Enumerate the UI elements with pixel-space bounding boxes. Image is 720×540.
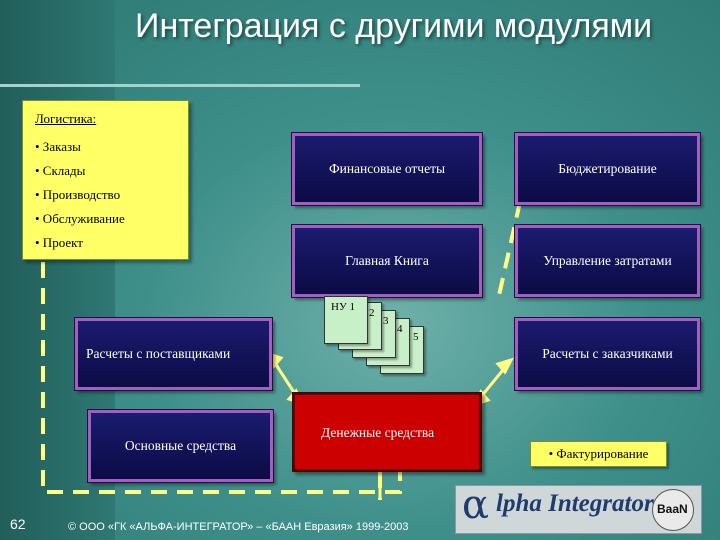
dashed-connector-right	[496, 201, 522, 301]
seal-text: BaaN	[657, 502, 688, 516]
arrowhead-customer-top	[495, 357, 514, 375]
cost-management-box[interactable]: Управление затратами	[514, 224, 701, 298]
general-ledger-box[interactable]: Главная Книга	[291, 224, 483, 298]
logistics-item: • Проект	[35, 235, 83, 250]
alpha-glyph-icon: α	[462, 482, 490, 528]
title-underline	[0, 84, 360, 87]
billing-note: • Фактурирование	[530, 441, 667, 467]
cost-management-label: Управление затратами	[543, 253, 672, 268]
footer-copyright: © ООО «ГК «АЛЬФА-ИНТЕГРАТОР» – «БААН Евр…	[68, 521, 409, 533]
supplier-payments-box[interactable]: Расчеты с поставщиками	[74, 317, 273, 391]
fixed-assets-label: Основные средства	[124, 438, 237, 453]
customer-payments-box[interactable]: Расчеты с заказчиками	[514, 317, 701, 391]
logistics-item: • Склады	[35, 163, 86, 178]
page-number: 62	[10, 516, 26, 532]
cash-label: Денежные средства	[321, 425, 435, 440]
financial-reports-box[interactable]: Финансовые отчеты	[291, 132, 483, 206]
alpha-integrator-logo: α lpha Integrator BaaN	[455, 482, 702, 534]
logistics-item: • Обслуживание	[35, 211, 125, 226]
financial-reports-label: Финансовые отчеты	[328, 161, 446, 176]
nu-card-label: 4	[397, 323, 403, 335]
supplier-payments-label: Расчеты с поставщиками	[86, 346, 231, 361]
nu-card-label: 3	[383, 315, 389, 327]
billing-label: • Фактурирование	[548, 446, 649, 461]
general-ledger-label: Главная Книга	[345, 253, 429, 268]
nu-card-1: НУ 1	[324, 296, 368, 344]
budgeting-box[interactable]: Бюджетирование	[514, 132, 701, 206]
cash-box[interactable]: Денежные средства	[292, 392, 482, 472]
logistics-note: Логистика: • Заказы • Склады • Производс…	[22, 100, 189, 260]
logistics-item: • Заказы	[35, 139, 81, 154]
nu-card-label: 5	[413, 331, 419, 343]
logo-text: lpha Integrator	[496, 490, 654, 517]
customer-payments-label: Расчеты с заказчиками	[542, 346, 673, 361]
logistics-item: • Производство	[35, 187, 121, 202]
arrow-supplier-cash	[271, 359, 299, 398]
budgeting-label: Бюджетирование	[558, 161, 657, 176]
fixed-assets-box[interactable]: Основные средства	[87, 409, 274, 483]
nu-card-label: 2	[369, 307, 375, 319]
nu-card-label: НУ 1	[331, 301, 355, 313]
baan-seal-icon: BaaN	[652, 489, 694, 531]
slide-title: Интеграция с другими модулями	[135, 7, 653, 45]
logistics-heading: Логистика:	[35, 111, 97, 126]
